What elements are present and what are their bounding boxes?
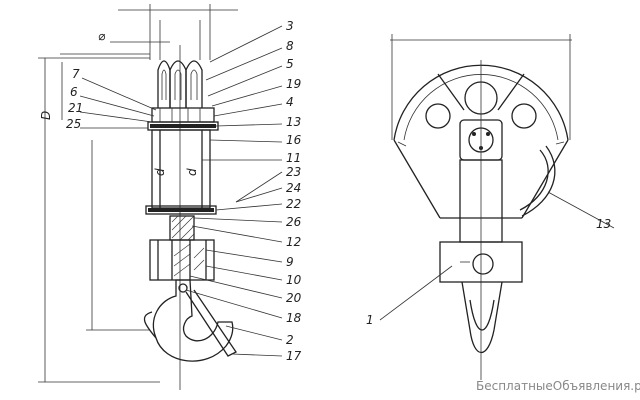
dim-d-outer: D (39, 111, 53, 120)
part-label-12: 12 (286, 235, 301, 249)
part-label-5: 5 (286, 57, 294, 71)
right-view (390, 34, 572, 380)
dim-phi: ⌀ (98, 29, 106, 43)
part-label-22: 22 (286, 197, 301, 211)
left-leaders (79, 25, 283, 357)
part-label-13: 13 (596, 217, 611, 231)
part-label-11: 11 (286, 151, 301, 165)
right-label-layer: 13 1 (366, 217, 611, 327)
part-label-26: 26 (286, 215, 302, 229)
part-label-8: 8 (286, 39, 294, 53)
part-label-18: 18 (286, 311, 302, 325)
dim-d-inner: d (153, 168, 167, 176)
right-leaders (379, 191, 615, 321)
part-label-17: 17 (286, 349, 302, 363)
watermark: БесплатныеОбъявления.рф (476, 379, 640, 393)
part-label-9: 9 (286, 255, 294, 269)
part-label-23: 23 (286, 165, 301, 179)
part-label-19: 19 (286, 77, 301, 91)
part-label-4: 4 (286, 95, 294, 109)
part-label-1: 1 (366, 313, 374, 327)
part-label-20: 20 (286, 291, 302, 305)
part-label-13: 13 (286, 115, 301, 129)
part-label-21: 21 (68, 101, 83, 115)
part-label-24: 24 (286, 181, 301, 195)
part-label-3: 3 (286, 19, 294, 33)
hatching (171, 215, 205, 277)
part-label-6: 6 (70, 85, 78, 99)
dim-d-lower: d (185, 168, 199, 176)
left-view (38, 4, 238, 390)
part-label-2: 2 (286, 333, 294, 347)
part-label-16: 16 (286, 133, 302, 147)
part-label-10: 10 (286, 273, 302, 287)
part-label-7: 7 (72, 67, 80, 81)
part-label-25: 25 (66, 117, 81, 131)
